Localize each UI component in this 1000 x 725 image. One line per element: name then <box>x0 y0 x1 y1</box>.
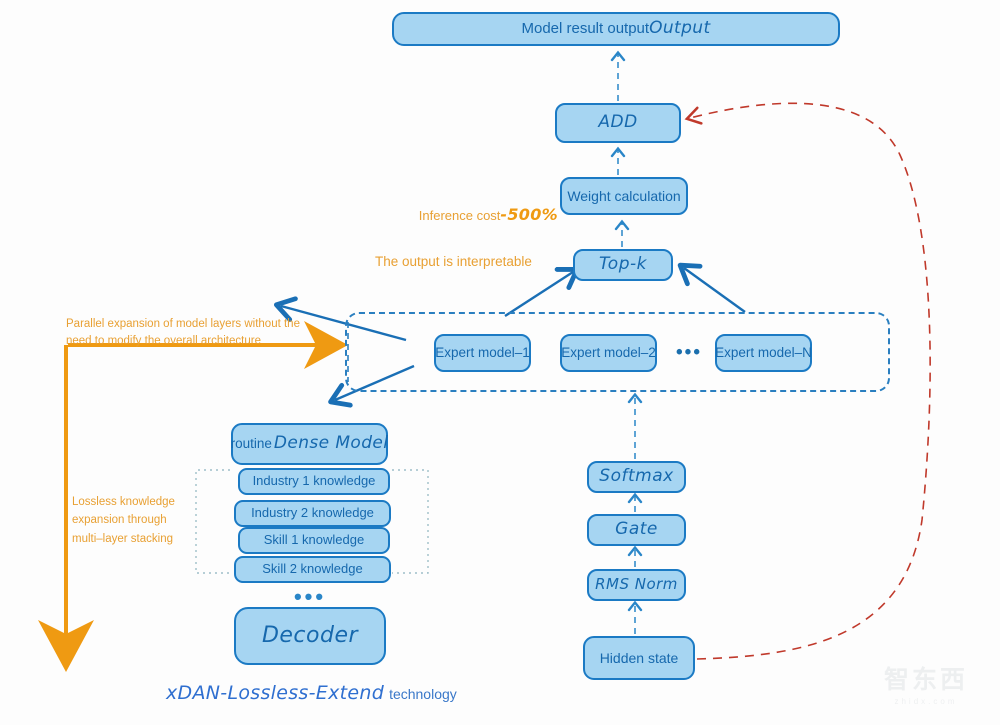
annotation-inference-cost: Inference cost-500% <box>398 184 558 226</box>
node-gate[interactable]: Gate <box>587 514 686 546</box>
node-output-script: Output <box>649 18 711 39</box>
edge-experts-to-topk-left <box>504 266 580 318</box>
bracket-right-knowledge <box>392 469 429 574</box>
watermark-en: zhidx.com <box>894 697 958 706</box>
watermark-cn: 智东西 <box>883 666 968 694</box>
annotation-inference-cost-label: Inference cost <box>418 207 501 223</box>
node-hidden-state[interactable]: Hidden state <box>583 636 695 680</box>
node-knowledge-skill-2[interactable]: Skill 2 knowledge <box>234 556 391 583</box>
node-dense-script: Dense Model <box>273 433 389 454</box>
expert-model-group <box>345 312 890 392</box>
node-topk[interactable]: Top-k <box>573 249 673 281</box>
node-softmax[interactable]: Softmax <box>587 461 686 493</box>
stack-ellipsis: ••• <box>293 584 327 609</box>
node-output-plain: Model result output <box>521 20 650 38</box>
node-add[interactable]: ADD <box>555 103 681 143</box>
node-knowledge-industry-1[interactable]: Industry 1 knowledge <box>238 468 390 495</box>
node-knowledge-industry-2[interactable]: Industry 2 knowledge <box>234 500 391 527</box>
node-rms-norm[interactable]: RMS Norm <box>587 569 686 601</box>
annotation-lossless-expansion: Lossless knowledge expansion through mul… <box>72 496 175 545</box>
diagram-title-script: xDAN-Lossless-Extend <box>166 682 385 704</box>
expert-ellipsis: ••• <box>676 342 702 363</box>
node-expert-model-n[interactable]: Expert model–N <box>715 334 812 372</box>
annotation-parallel-expansion: Parallel expansion of model layers witho… <box>66 318 300 348</box>
annotation-interpretable: The output is interpretable <box>375 254 532 269</box>
node-knowledge-skill-1[interactable]: Skill 1 knowledge <box>238 527 390 554</box>
node-expert-model-2[interactable]: Expert model–2 <box>560 334 657 372</box>
node-decoder[interactable]: Decoder <box>234 607 386 665</box>
annotation-inference-cost-value: -500% <box>500 204 558 224</box>
node-dense-plain: routine <box>230 436 272 452</box>
diagram-title-plain: technology <box>389 686 457 702</box>
node-expert-model-1[interactable]: Expert model–1 <box>434 334 531 372</box>
watermark: 智东西 zhidx.com <box>862 660 990 714</box>
edge-experts-to-topk-right <box>677 262 746 313</box>
node-weight-calculation[interactable]: Weight calculation <box>560 177 688 215</box>
